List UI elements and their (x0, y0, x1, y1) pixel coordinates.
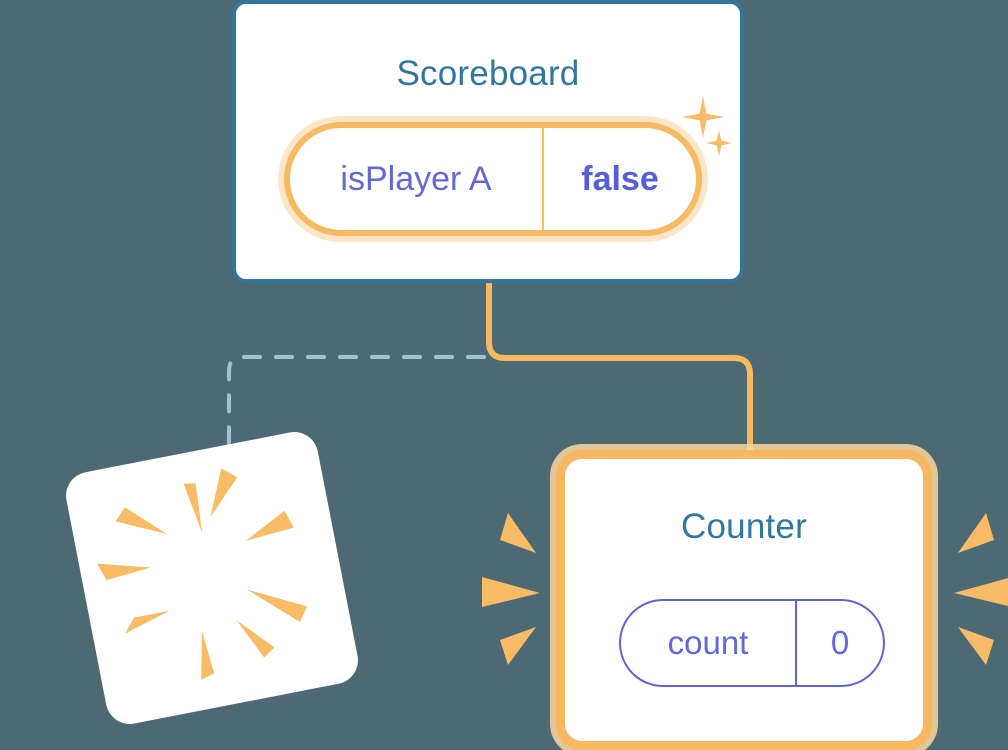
ray-left-bottom (500, 627, 536, 665)
connector-scoreboard-to-counter (486, 283, 753, 462)
scoreboard-state-value: false (581, 159, 659, 198)
burst-ray-nw (115, 507, 167, 534)
burst-ray-n (183, 483, 203, 534)
scoreboard-state-key: isPlayer A (290, 128, 544, 230)
counter-state-pill[interactable]: count 0 (619, 599, 885, 687)
burst-ray-se (246, 589, 308, 623)
ray-left-top (500, 513, 536, 553)
ray-right-bottom (958, 627, 994, 665)
ray-right-top (958, 513, 994, 553)
scoreboard-state-pill[interactable]: isPlayer A false (284, 122, 702, 236)
counter-state-value: 0 (830, 624, 850, 661)
burst-ray-w (97, 563, 151, 581)
connector-scoreboard-to-burst-card (227, 355, 486, 472)
ray-left-middle (482, 577, 540, 607)
burst-ray-e (245, 510, 294, 541)
ray-right-middle (954, 578, 1008, 607)
burst-ray-s (201, 630, 215, 680)
card-burst-placeholder[interactable] (61, 427, 363, 729)
counter-rays-left (482, 513, 540, 665)
counter-rays-right (954, 513, 1008, 665)
counter-state-key: count (621, 601, 797, 685)
burst-ray-ne (210, 468, 238, 518)
burst-ray-sw (125, 610, 170, 634)
scoreboard-title: Scoreboard (396, 54, 580, 93)
counter-title: Counter (681, 507, 807, 546)
burst-ray-s-e (236, 620, 275, 658)
burst-rays (97, 468, 308, 680)
card-counter[interactable]: Counter count 0 (556, 450, 932, 750)
card-scoreboard[interactable]: Scoreboard isPlayer A false (232, 0, 744, 283)
